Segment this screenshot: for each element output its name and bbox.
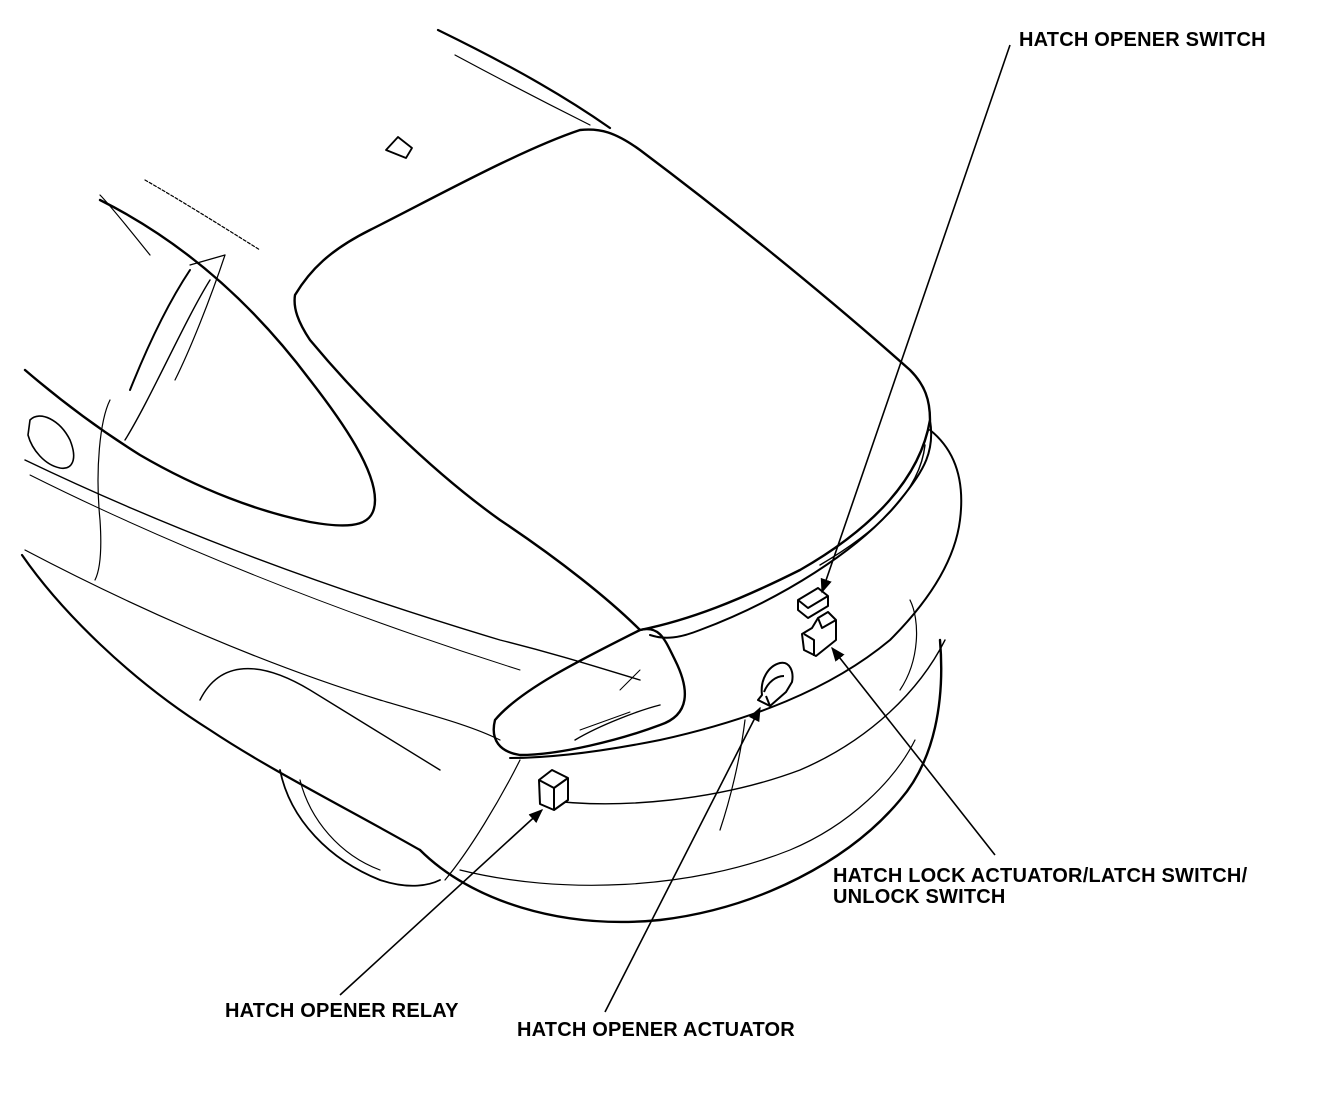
hatch-opener-actuator-component [757,661,794,707]
leader-hatch-opener-actuator [604,706,761,1013]
hatch-opener-actuator-label: HATCH OPENER ACTUATOR [517,1019,795,1041]
leader-lines [339,44,1011,1013]
leader-hatch-lock-actuator [831,646,996,856]
leader-hatch-opener-switch [820,44,1011,594]
hatch-opener-switch-label: HATCH OPENER SWITCH [1019,29,1266,51]
hatch-lock-actuator-label: HATCH LOCK ACTUATOR/LATCH SWITCH/ UNLOCK… [833,866,1247,908]
hatch-lock-actuator-label-line1: HATCH LOCK ACTUATOR/LATCH SWITCH/ [833,865,1248,887]
leader-hatch-opener-relay [339,809,544,996]
car-body-outline [20,28,963,924]
hatch-lock-actuator-label-line2: UNLOCK SWITCH [833,886,1006,908]
hatch-opener-relay-component [538,769,569,811]
hatch-opener-relay-label: HATCH OPENER RELAY [225,1000,459,1022]
hatch-opener-switch-component [797,587,829,619]
hatch-lock-actuator-component [801,611,837,657]
